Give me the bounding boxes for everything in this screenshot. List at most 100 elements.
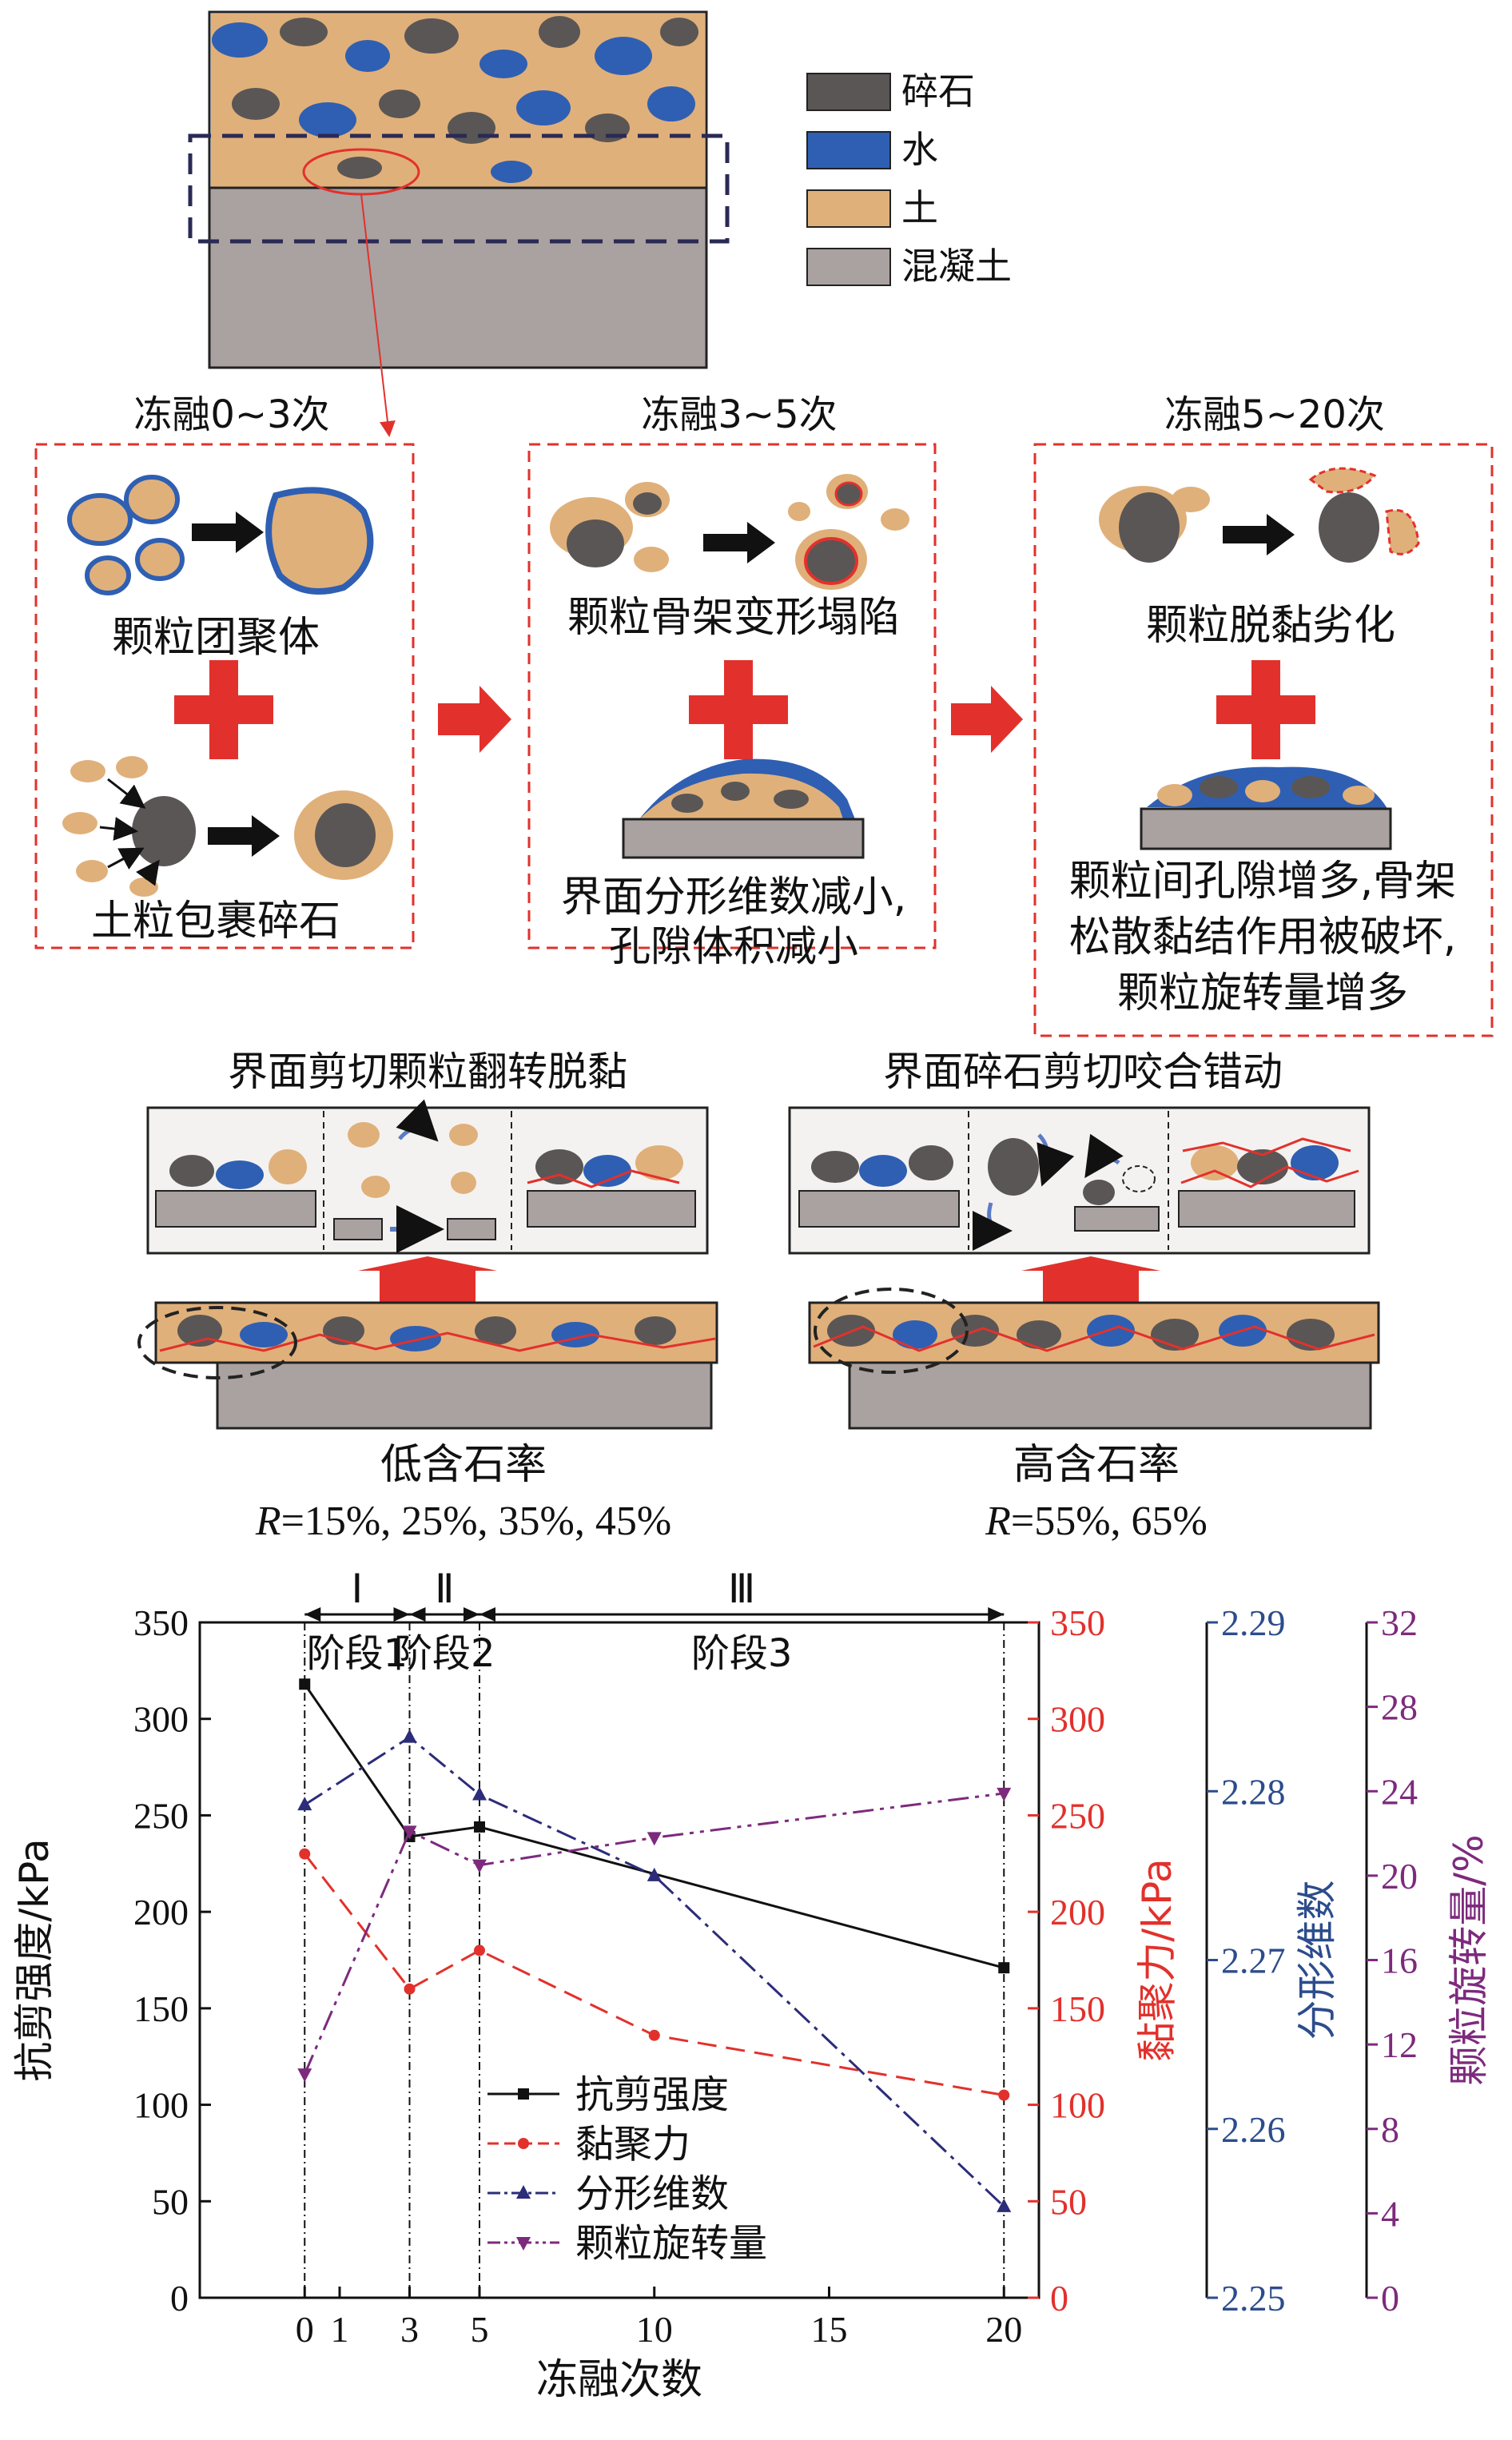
shear-high-ratio: R=55%, 65% [985, 1499, 1208, 1544]
series-marker [404, 1983, 416, 1995]
stage1-plus-icon [174, 660, 273, 759]
stage2-panel: 颗粒骨架变形塌陷 界面分形维数减小, 孔隙体积减小 [527, 443, 937, 971]
stage1-caption-wrap: 土粒包裹碎石 [91, 898, 340, 945]
blue-axis-tick-label: 2.27 [1221, 1940, 1286, 1981]
series-line-0 [304, 1683, 1005, 1969]
top-sample [188, 10, 730, 437]
series-marker [648, 2029, 660, 2041]
legend-item-concrete: 混凝土 [806, 245, 1012, 288]
purple-axis-title: 颗粒旋转量/% [1446, 1834, 1492, 2085]
shear-low-title: 界面剪切颗粒翻转脱黏 [228, 1049, 627, 1095]
stage3-panel: 颗粒脱黏劣化 颗粒间孔隙增多,骨架 松散黏结作用被破坏, 颗粒旋转量增多 [1033, 443, 1494, 1037]
stage2-caption-fractal: 界面分形维数减小, [561, 874, 907, 921]
stage3-caption-pores: 颗粒间孔隙增多,骨架 [1069, 858, 1457, 906]
x-axis-tick-label: 10 [636, 2309, 673, 2350]
blue-axis-title: 分形维数 [1294, 1881, 1340, 2040]
legend-label: 分形维数 [575, 2171, 729, 2216]
shear-low-ratio-values: =15%, 25%, 35%, 45% [281, 1499, 672, 1544]
left-axis-tick-label: 100 [133, 2085, 189, 2126]
purple-axis-tick-label: 32 [1381, 1602, 1418, 1643]
series-marker [474, 1821, 485, 1833]
series-marker [647, 1832, 662, 1846]
shear-low-section: 界面剪切颗粒翻转脱黏 低含石率 R=15%, 25%, 3 [137, 1049, 718, 1544]
stage2-skeleton-before [550, 482, 670, 572]
left-axis-tick-label: 250 [133, 1795, 189, 1836]
shear-high-ratio-r: R [985, 1499, 1011, 1544]
stage-span-arrowhead-right [393, 1607, 410, 1622]
series-marker [299, 1678, 311, 1690]
series-marker [402, 1729, 417, 1743]
series-marker [472, 1786, 487, 1801]
legend-item-water: 水 [806, 128, 938, 171]
stage-roman-label: Ⅱ [435, 1566, 455, 1611]
purple-axis-tick-label: 16 [1381, 1940, 1418, 1981]
series-marker [997, 2198, 1012, 2212]
x-axis-tick-label: 0 [296, 2309, 314, 2350]
stage1-aggregate-after [265, 487, 374, 595]
stage2-caption-collapse: 颗粒骨架变形塌陷 [567, 594, 900, 642]
stage-label: 阶段3 [691, 1631, 793, 1676]
legend-swatch-concrete [806, 248, 891, 286]
shear-high-title: 界面碎石剪切咬合错动 [883, 1049, 1283, 1095]
blue-axis-tick-label: 2.28 [1221, 1771, 1286, 1812]
stage-arrow-2-to-3 [951, 686, 1023, 753]
red-axis-tick-label: 350 [1050, 1602, 1105, 1643]
freeze-thaw-chart: 050100150200250300350抗剪强度/kPa05010015020… [11, 1566, 1492, 2404]
legend-marker [516, 2237, 531, 2251]
legend-label-concrete: 混凝土 [901, 245, 1012, 288]
series-marker [474, 1944, 485, 1956]
stage-span-arrowhead-left [409, 1607, 426, 1622]
stage-label: 阶段2 [394, 1631, 495, 1676]
series-marker [647, 1867, 662, 1881]
legend-label: 抗剪强度 [575, 2072, 729, 2117]
x-axis-tick-label: 1 [331, 2309, 349, 2350]
x-axis-tick-label: 20 [985, 2309, 1022, 2350]
stage3-plus-icon [1216, 660, 1315, 759]
series-marker [998, 2089, 1010, 2101]
stage3-debond-after [1308, 467, 1420, 563]
legend-label: 颗粒旋转量 [575, 2221, 767, 2266]
left-axis-tick-label: 150 [133, 1988, 189, 2029]
series-marker [297, 2068, 312, 2083]
purple-axis-tick-label: 4 [1381, 2193, 1399, 2234]
soil-gravel-mix [211, 14, 705, 188]
red-axis-tick-label: 50 [1050, 2181, 1087, 2222]
purple-axis-tick-label: 0 [1381, 2278, 1399, 2319]
stage-span-arrowhead-left [304, 1607, 321, 1622]
purple-axis-tick-label: 12 [1381, 2024, 1418, 2065]
legend-label-gravel: 碎石 [901, 70, 975, 113]
shear-high-section: 界面碎石剪切咬合错动 高含石率 R=55%, 6 [788, 1049, 1380, 1544]
x-axis-tick-label: 5 [471, 2309, 489, 2350]
blue-axis-tick-label: 2.26 [1221, 2109, 1286, 2150]
stage3-caption-bond: 松散黏结作用被破坏, [1069, 914, 1457, 961]
stage-label: 阶段1 [307, 1631, 408, 1676]
shear-high-ratio-values: =55%, 65% [1011, 1499, 1208, 1544]
series-marker [402, 1825, 417, 1840]
stage3-interface-layer [1140, 766, 1392, 850]
material-legend: 碎石 水 土 混凝土 [806, 70, 1012, 288]
stage1-title: 冻融0~3次 [133, 392, 329, 437]
red-axis-tick-label: 150 [1050, 1988, 1105, 2029]
left-axis-tick-label: 50 [152, 2181, 189, 2222]
stage1-wrap-after [294, 790, 393, 880]
legend-marker [518, 2088, 529, 2100]
red-axis-tick-label: 100 [1050, 2085, 1105, 2126]
legend-swatch-gravel [806, 73, 891, 111]
red-axis-tick-label: 250 [1050, 1795, 1105, 1836]
stage1-panel: 颗粒团聚体 土粒包裹碎石 [34, 443, 415, 949]
red-axis-title: 黏聚力/kPa [1134, 1858, 1180, 2061]
shear-high-up-arrow [1021, 1256, 1160, 1304]
stage2-plus-icon [689, 660, 788, 759]
stage2-caption-pore: 孔隙体积减小 [609, 923, 858, 971]
x-axis-title: 冻融次数 [536, 2356, 702, 2404]
series-line-1 [304, 1853, 1005, 2096]
stage3-debond-before [1099, 486, 1210, 563]
stage-roman-label: Ⅲ [728, 1566, 755, 1611]
stage-arrow-1-to-2 [438, 686, 511, 753]
legend-label-water: 水 [901, 128, 938, 171]
left-axis-tick-label: 350 [133, 1602, 189, 1643]
series-marker [472, 1859, 487, 1873]
shear-low-ratio: R=15%, 25%, 35%, 45% [255, 1499, 671, 1544]
blue-axis-tick-label: 2.25 [1221, 2278, 1286, 2319]
